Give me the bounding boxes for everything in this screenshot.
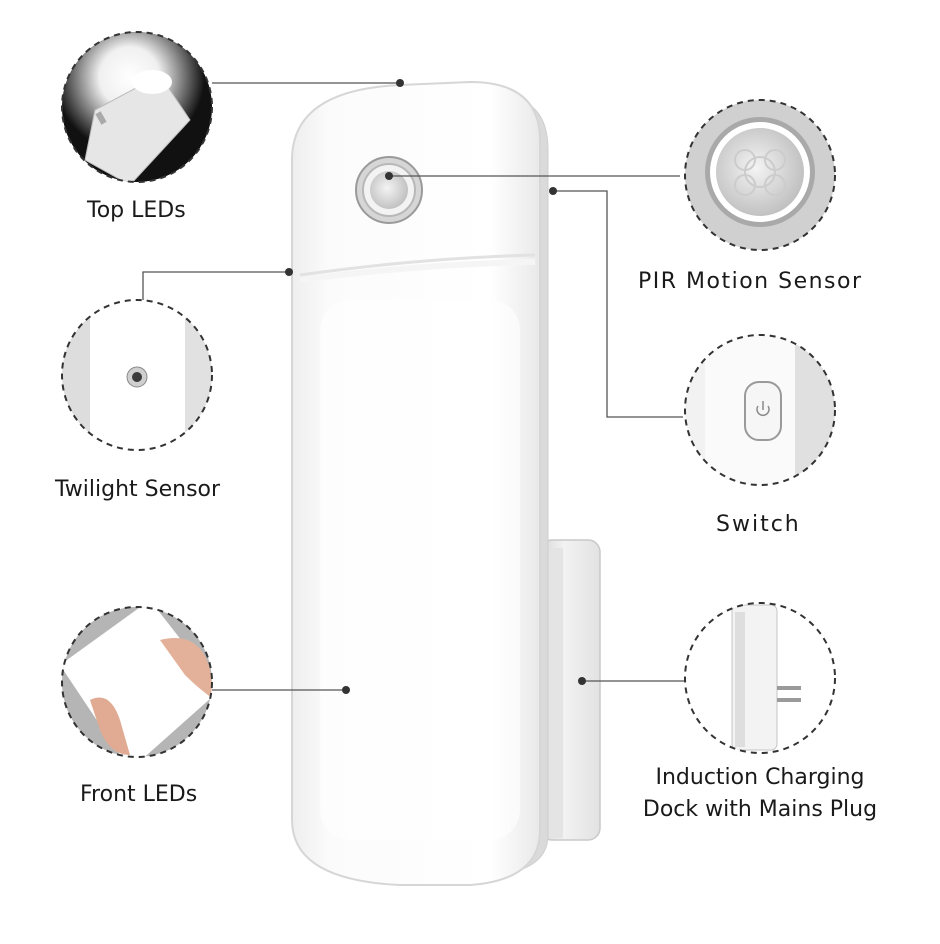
night-light-device [291, 80, 601, 886]
dock-callout [684, 602, 836, 754]
pir-sensor-label: PIR Motion Sensor [638, 269, 863, 294]
pir-callout [684, 99, 836, 251]
power-icon [756, 401, 770, 416]
device-pir-lens [355, 156, 423, 224]
twilight-leader [142, 271, 289, 300]
front-leds-label: Front LEDs [80, 782, 198, 807]
dock-label-line1: Induction Charging [655, 765, 865, 790]
switch-callout [684, 334, 836, 486]
plug-prongs-icon [777, 686, 801, 702]
switch-leader [553, 190, 683, 418]
leader-lines [142, 82, 685, 691]
leader-dots [285, 79, 586, 694]
twilight-sensor-label: Twilight Sensor [55, 477, 221, 502]
dock-label-line2: Dock with Mains Plug [642, 797, 878, 822]
top-leds-callout [61, 31, 213, 183]
charging-dock [539, 539, 601, 841]
front-leds-callout [61, 606, 213, 758]
twilight-callout [61, 299, 213, 451]
top-leds-label: Top LEDs [87, 198, 186, 223]
switch-label: Switch [716, 512, 801, 537]
